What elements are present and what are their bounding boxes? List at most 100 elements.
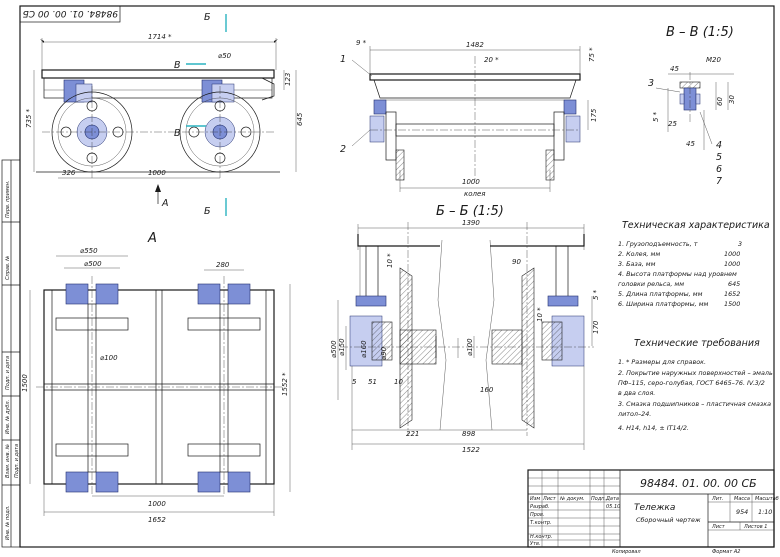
dim-221: 221: [406, 430, 419, 438]
row-label: Дата: [605, 496, 619, 502]
dim-45: 45: [670, 65, 679, 73]
dim-160: ⌀160: [360, 340, 368, 358]
dim-326: 326: [62, 169, 76, 177]
dim-koleya: колея: [464, 190, 486, 198]
dim-160b: 160: [480, 386, 494, 394]
section-vv-text: В – В (1:5) M20 45 60 30 25 5 * 45 3 4 5…: [648, 25, 736, 187]
side-view-dims: 1714 * ⌀50 735 * 645 123 326 1000 Б Б В …: [25, 12, 304, 217]
dim-280: 280: [216, 261, 230, 269]
dim-60: 60: [716, 97, 724, 106]
cut-v-bottom: В: [174, 128, 181, 139]
side-labels: Перв. примен. Справ. № Подп. и дата Инв.…: [5, 180, 20, 540]
view-a-title: A: [147, 231, 157, 246]
dim-90: 90: [512, 258, 521, 266]
spec-label: головки рельса, мм: [618, 280, 684, 288]
dim-1482: 1482: [466, 41, 484, 49]
cut-v-top: В: [174, 60, 181, 71]
dim-51: 51: [368, 378, 377, 386]
dim-100: ⌀100: [466, 338, 474, 356]
side-label: Справ. №: [5, 256, 11, 280]
callout-5: 5: [716, 152, 722, 163]
date-value: 05.10: [606, 504, 620, 510]
tech-specs: Техническая характеристика 1. Грузоподъе…: [618, 220, 770, 308]
spec-label: 1. Грузоподъемность, т: [618, 240, 698, 248]
dim-5b: 5 *: [592, 289, 600, 300]
row-label: Лист: [542, 496, 557, 502]
spec-value: 1500: [724, 300, 740, 308]
front-view-dims: 1482 9 * 20 * 75 * 175 1000 колея 1 2: [340, 39, 598, 198]
dim-1652: 1652: [148, 516, 166, 524]
spec-label: 5. Длина платформы, мм: [618, 290, 703, 298]
section-vv: [655, 72, 734, 150]
sheets-label: Листов 1: [743, 524, 767, 530]
spec-label: 4. Высота платформы над уровнем: [618, 270, 737, 278]
dim-1714: 1714 *: [148, 33, 172, 41]
requirement-line: литол–24.: [617, 410, 651, 418]
dim-150: ⌀150: [338, 338, 346, 356]
callout-4: 4: [716, 140, 722, 151]
side-label: Перв. примен.: [5, 180, 11, 218]
scale-value: 1:10: [758, 508, 772, 516]
requirement-line: 1. * Размеры для справок.: [618, 358, 706, 366]
row-label: Разраб.: [530, 504, 550, 510]
col-mass: Масса: [734, 496, 750, 502]
row-label: Изм: [530, 496, 540, 502]
side-label: Взам. инв. №: [5, 444, 11, 478]
requirement-line: 4. H14, h14, ± IT14/2.: [618, 424, 689, 432]
callout-1: 1: [340, 54, 346, 65]
front-view: [351, 46, 589, 192]
dim-10b: 10 *: [536, 307, 544, 322]
dim-m20: M20: [706, 56, 721, 64]
row-label: Н.контр.: [530, 534, 552, 540]
callout-2: 2: [340, 144, 346, 155]
spec-label: 6. Ширина платформы, мм: [618, 300, 709, 308]
dim-1522: 1522: [462, 446, 480, 454]
view-a: [29, 255, 291, 516]
dim-898: 898: [462, 430, 476, 438]
dim-45b: 45: [686, 140, 695, 148]
callout-3: 3: [648, 78, 654, 89]
drawing-title: Тележка: [634, 503, 675, 513]
side-label: Подп. и дата: [5, 356, 11, 390]
dim-1390: 1390: [462, 219, 480, 227]
dim-1552: 1552 *: [281, 372, 289, 396]
spec-label: 3. База, мм: [618, 260, 656, 268]
dim-645: 645: [296, 112, 304, 126]
spec-value: 645: [728, 280, 740, 288]
side-label: Подп. и дата: [14, 444, 20, 478]
cut-b-bottom: Б: [204, 206, 211, 217]
col-scale: Масштаб: [755, 496, 779, 502]
dim-50: ⌀50: [218, 52, 232, 60]
dim-735: 735 *: [25, 108, 33, 128]
tech-requirements: Технические требования 1. * Размеры для …: [617, 338, 773, 432]
dim-30: 30: [728, 95, 736, 104]
dim-25: 25: [668, 120, 677, 128]
rotated-code: 98484. 01. 00. 00 СБ: [23, 8, 118, 18]
dim-1000c: 1000: [148, 500, 166, 508]
col-lit: Лит.: [711, 496, 724, 502]
requirements-title: Технические требования: [634, 338, 760, 349]
section-bb-text: Б – Б (1:5) 1390 10 * 90 5 * 10 * 170 ⌀5…: [330, 204, 600, 454]
cut-b-top: Б: [204, 12, 211, 23]
row-label: № докум.: [559, 496, 585, 502]
sheet-label: Лист: [711, 524, 726, 530]
row-label: Подп.: [591, 496, 606, 502]
dim-5c: 5: [352, 378, 357, 386]
dim-500b: ⌀500: [84, 260, 102, 268]
dim-20: 20 *: [484, 56, 499, 64]
row-label: Т.контр.: [530, 520, 552, 526]
section-bb-title: Б – Б (1:5): [436, 204, 504, 219]
dim-9: 9 *: [356, 39, 367, 47]
view-arrow-a: A: [161, 198, 169, 209]
side-view: [33, 14, 297, 216]
drawing-code: 98484. 01. 00. 00 СБ: [640, 477, 757, 490]
dim-10: 10 *: [386, 253, 394, 268]
dim-90b: ⌀90: [380, 346, 388, 360]
drawing-frame: [1, 5, 775, 548]
spec-value: 1000: [724, 260, 740, 268]
side-label: Инв. № дубл.: [5, 400, 11, 434]
dim-500: ⌀500: [330, 340, 338, 358]
dim-170: 170: [592, 320, 600, 334]
title-block: [527, 469, 775, 548]
